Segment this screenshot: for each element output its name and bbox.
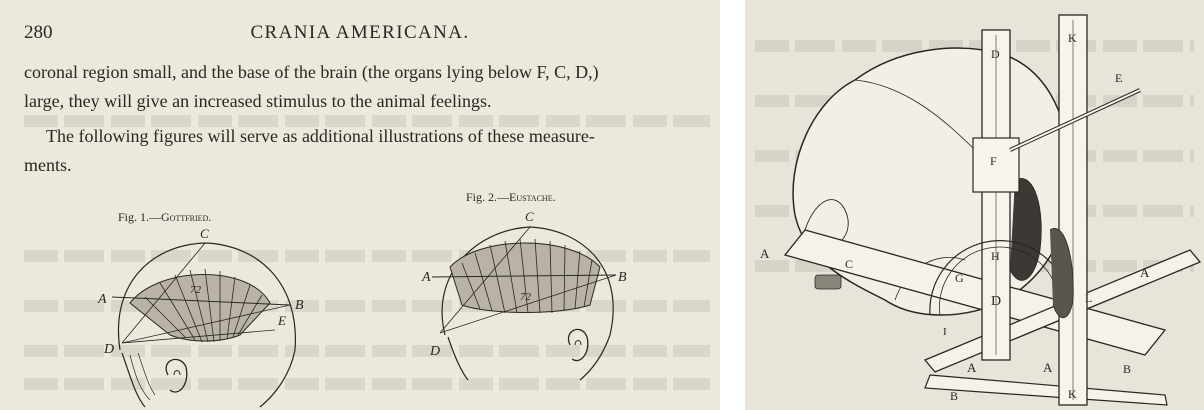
label-g: G — [955, 271, 964, 285]
craniometer-illustration: A A A A B B C D D E F G H I K K L — [745, 0, 1204, 410]
paragraph-line-1: coronal region small, and the base of th… — [24, 62, 599, 83]
running-title: CRANIA AMERICANA. — [0, 22, 720, 44]
bleed-through-text — [24, 115, 710, 127]
fig2-label-d: D — [429, 344, 440, 359]
fig1-label-b: B — [295, 298, 304, 313]
label-b-2: B — [950, 389, 958, 403]
label-c: C — [845, 257, 853, 271]
label-f: F — [990, 154, 997, 168]
fig2-caption: Fig. 2.—Eustache. — [466, 190, 556, 205]
fig1-label-num: 72 — [190, 284, 202, 296]
book-page-left: 280 CRANIA AMERICANA. coronal region sma… — [0, 0, 720, 410]
fig1-label-a: A — [97, 292, 107, 307]
book-page-right: A A A A B B C D D E F G H I K K L — [745, 0, 1204, 410]
label-a-4: A — [1043, 360, 1053, 375]
fig2-label-b: B — [618, 270, 627, 285]
label-k-2: K — [1068, 387, 1077, 401]
label-l: L — [1085, 291, 1092, 305]
label-a-2: A — [1140, 265, 1150, 280]
fig1-label-d: D — [103, 342, 114, 357]
label-d-1: D — [991, 47, 1000, 61]
label-b-1: B — [1123, 362, 1131, 376]
fig1-label-e: E — [277, 313, 286, 328]
label-i: I — [943, 326, 947, 338]
paragraph2-line-2: ments. — [24, 155, 72, 176]
fig1-caption: Fig. 1.—Gottfried. — [118, 210, 211, 225]
fig1-label-c: C — [200, 226, 209, 241]
fig1-illustration: A B C D E 72 — [90, 225, 320, 410]
fig2-illustration: A B C D 72 — [420, 205, 635, 385]
label-a-3: A — [967, 360, 977, 375]
fig2-label-a: A — [421, 270, 431, 285]
label-h: H — [991, 249, 1000, 263]
label-d-2: D — [991, 294, 1001, 309]
fig2-label-num: 72 — [520, 291, 532, 303]
label-e: E — [1115, 71, 1122, 85]
paragraph2-line-1: The following figures will serve as addi… — [46, 126, 595, 147]
label-a-1: A — [760, 246, 770, 261]
paragraph-line-2: large, they will give an increased stimu… — [24, 91, 492, 112]
label-k-1: K — [1068, 31, 1077, 45]
fig2-label-c: C — [525, 209, 534, 224]
